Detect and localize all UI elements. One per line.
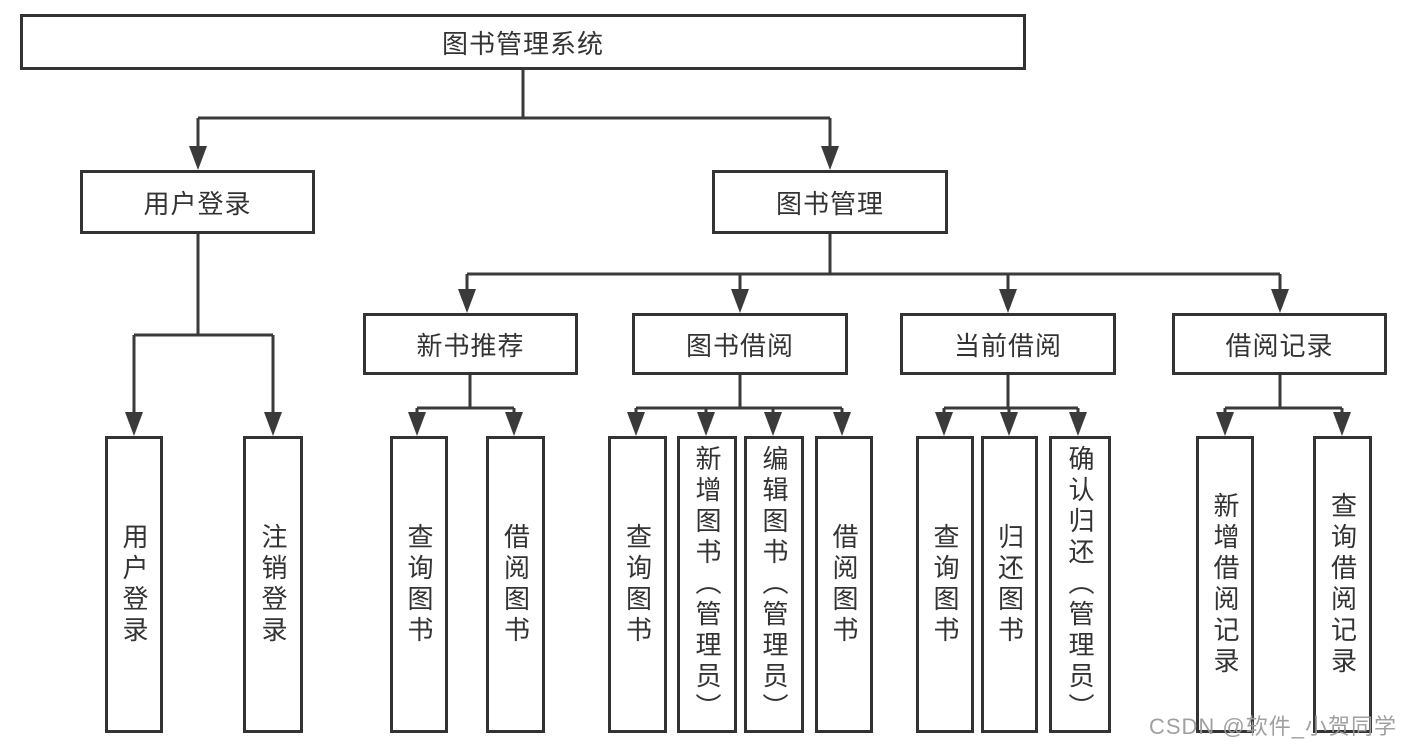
leaf-label: 借阅图书: [829, 522, 859, 647]
leaf-logout: 注销登录: [243, 436, 303, 733]
leaf-label: 归还图书: [994, 522, 1025, 647]
leaf-return-books: 归还图书: [981, 436, 1038, 733]
leaf-add-books-admin: 新增图书（管理员）: [677, 436, 737, 733]
connector-new-book-children: [415, 375, 516, 416]
leaf-add-borrow-record: 新增借阅记录: [1196, 436, 1254, 733]
node-user-login: 用户登录: [80, 170, 315, 234]
leaf-label: 注销登录: [258, 522, 288, 647]
node-current-borrow: 当前借阅: [900, 313, 1116, 375]
connector-current-borrow-children: [942, 375, 1080, 416]
leaf-label: 新增借阅记录: [1210, 491, 1240, 678]
leaf-label: 编辑图书（管理员）: [759, 445, 789, 724]
leaf-query-books-recommend: 查询图书: [390, 436, 448, 733]
node-borrow-records: 借阅记录: [1172, 313, 1387, 375]
leaf-query-borrow-record: 查询借阅记录: [1313, 436, 1372, 733]
connector-root-to-level2: [196, 70, 832, 150]
leaf-label: 查询图书: [930, 522, 960, 647]
node-book-borrow: 图书借阅: [632, 313, 848, 375]
arrowheads: [125, 146, 1351, 436]
leaf-query-books-current: 查询图书: [916, 436, 974, 733]
connector-user-login-children: [132, 234, 275, 416]
connector-borrow-records-children: [1223, 375, 1344, 416]
leaf-edit-books-admin: 编辑图书（管理员）: [744, 436, 804, 733]
leaf-borrow-books-recommend: 借阅图书: [486, 436, 545, 733]
leaf-label: 借阅图书: [500, 522, 531, 647]
node-book-management: 图书管理: [712, 170, 948, 234]
leaf-query-books-borrow: 查询图书: [608, 436, 667, 733]
leaf-label: 查询借阅记录: [1327, 491, 1358, 678]
node-new-book-recommend: 新书推荐: [363, 313, 578, 375]
connector-book-borrow-children: [634, 375, 844, 416]
leaf-user-login: 用户登录: [105, 436, 163, 733]
leaf-label: 查询图书: [404, 522, 434, 647]
leaf-label: 确认归还（管理员）: [1065, 445, 1095, 724]
connector-book-mgmt-children: [465, 234, 1282, 293]
leaf-label: 新增图书（管理员）: [692, 445, 722, 724]
leaf-confirm-return-admin: 确认归还（管理员）: [1049, 436, 1111, 733]
node-library-system: 图书管理系统: [20, 14, 1026, 70]
leaf-borrow-books: 借阅图书: [815, 436, 873, 733]
leaf-label: 查询图书: [622, 522, 653, 647]
leaf-label: 用户登录: [119, 522, 149, 647]
watermark: CSDN @软件_小贺同学: [1148, 714, 1397, 739]
